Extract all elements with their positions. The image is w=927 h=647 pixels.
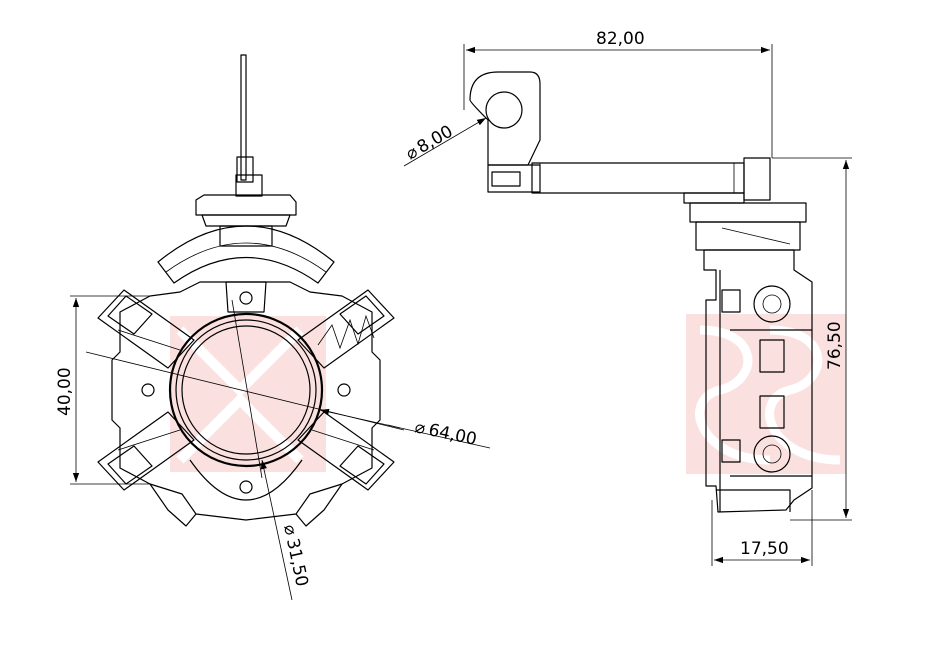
dim-label-64: 64,00 (427, 420, 479, 450)
side-hole-right (337, 383, 351, 397)
svg-text:⌀: ⌀ (279, 523, 301, 537)
dim-width-total: 82,00 (463, 29, 773, 158)
dim-height-left: 40,00 (55, 295, 150, 485)
dim-inner-diameter: ⌀ 31,50 (260, 459, 312, 601)
outer-ring (168, 312, 324, 468)
terminal-tab (240, 54, 247, 181)
dim-label-76: 76,50 (825, 321, 845, 370)
dim-outer-diameter: ⌀ 64,00 (319, 408, 491, 450)
brush-box-top-left (97, 289, 195, 369)
dim-label-40: 40,00 (55, 367, 75, 416)
holder-body (111, 281, 381, 521)
top-hole (239, 291, 253, 305)
eyelet (469, 71, 541, 166)
upper-arc-band (157, 225, 335, 284)
brush-opening-lower (753, 435, 791, 473)
brush-box-bottom-right (297, 411, 395, 491)
brush-box-bottom-left (97, 411, 195, 491)
dim-label-82: 82,00 (596, 29, 645, 49)
bottom-hole (239, 480, 253, 494)
top-clamp (195, 194, 297, 216)
dim-label-31: 31,50 (282, 537, 312, 589)
dim-label-17: 17,50 (740, 539, 789, 559)
cable (531, 162, 745, 194)
watermark-right (686, 314, 846, 474)
housing (703, 249, 813, 513)
dim-label-8: 8,00 (414, 122, 457, 158)
dim-hole-diameter: ⌀ 8,00 (403, 117, 487, 167)
brush-opening-upper (753, 285, 791, 323)
side-hole-left (141, 383, 155, 397)
dim-height-right: 76,50 (772, 157, 852, 521)
front-view (85, 54, 405, 527)
dim-depth: 17,50 (711, 490, 813, 566)
inner-bore (181, 325, 311, 455)
svg-text:⌀: ⌀ (413, 417, 427, 439)
brush-box-top-right (297, 289, 395, 369)
side-view (469, 71, 813, 513)
eyelet-hole (485, 91, 523, 129)
